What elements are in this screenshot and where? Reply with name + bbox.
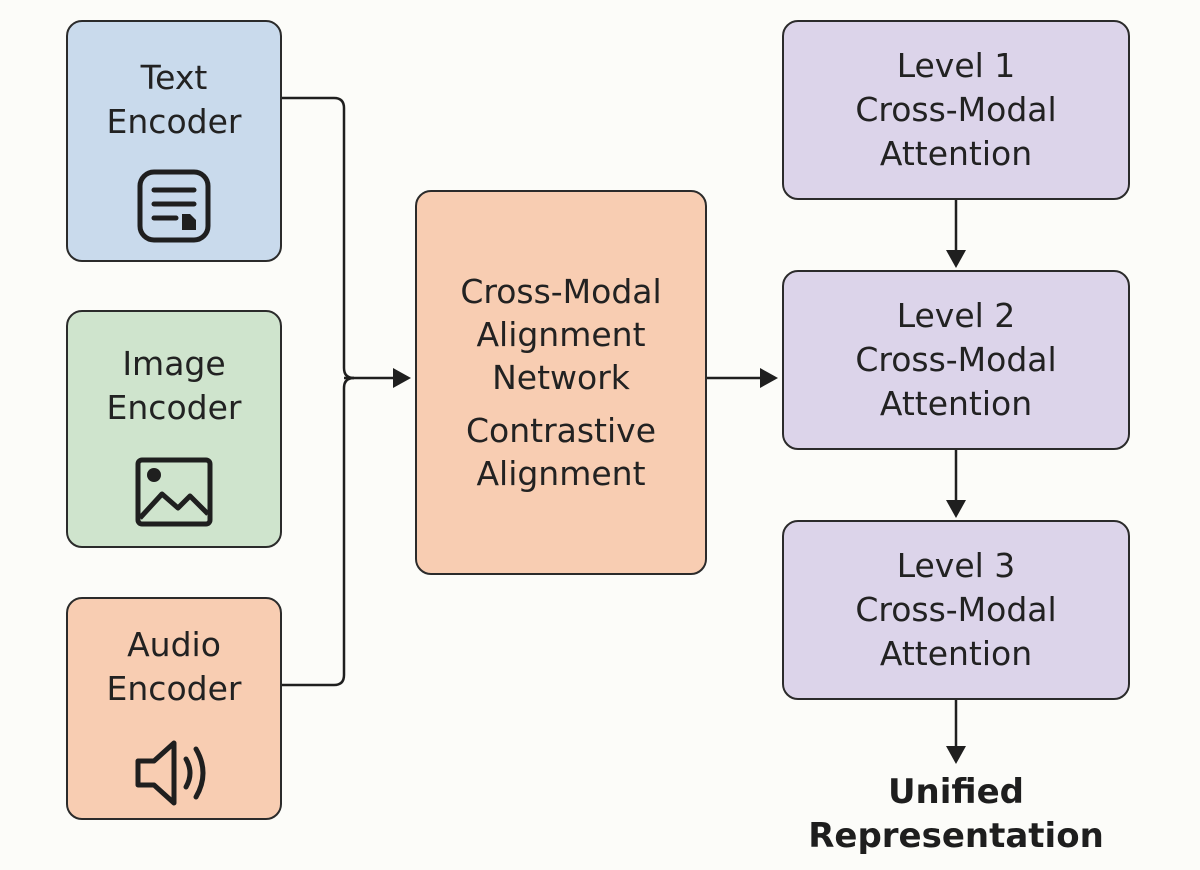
document-icon	[137, 169, 211, 243]
alignment-network-line2: Alignment	[476, 315, 646, 354]
output-arrowhead	[946, 746, 966, 764]
level-3-line3: Attention	[879, 634, 1033, 673]
image-encoder-node: Image Encoder	[66, 310, 282, 548]
level-1-label: Level 1 Cross-Modal Attention	[855, 44, 1056, 176]
level-1-node: Level 1 Cross-Modal Attention	[782, 20, 1130, 200]
level2-to-level3-arrowhead	[946, 500, 966, 518]
alignment-network-node: Cross-Modal Alignment Network Contrastiv…	[415, 190, 707, 575]
contrastive-alignment-line1: Contrastive	[465, 411, 656, 450]
level-3-title: Level 3	[896, 546, 1016, 585]
level-3-label: Level 3 Cross-Modal Attention	[855, 544, 1056, 676]
unified-representation-label: Unified Representation	[782, 770, 1130, 858]
alignment-network-line1: Cross-Modal	[460, 272, 662, 311]
audio-encoder-node: Audio Encoder	[66, 597, 282, 820]
text-encoder-node: Text Encoder	[66, 20, 282, 262]
level-1-title: Level 1	[896, 46, 1016, 85]
unified-representation-line1: Unified	[887, 772, 1025, 812]
image-encoder-label-line1: Image	[122, 344, 226, 383]
audio-encoder-label-line1: Audio	[127, 625, 221, 664]
level2-input-arrowhead	[760, 368, 778, 388]
level1-to-level2-arrowhead	[946, 250, 966, 268]
contrastive-alignment-line2: Alignment	[476, 454, 646, 493]
level-1-line2: Cross-Modal	[855, 90, 1057, 129]
level-2-line2: Cross-Modal	[855, 340, 1057, 379]
image-encoder-label-line2: Encoder	[106, 388, 242, 427]
speaker-icon	[135, 740, 206, 806]
level-3-line2: Cross-Modal	[855, 590, 1057, 629]
level-2-label: Level 2 Cross-Modal Attention	[855, 294, 1056, 426]
text-encoder-label-line1: Text	[140, 58, 208, 97]
level-3-node: Level 3 Cross-Modal Attention	[782, 520, 1130, 700]
audio-encoder-label: Audio Encoder	[107, 623, 242, 711]
audio-encoder-connector	[282, 376, 355, 687]
text-encoder-label: Text Encoder	[107, 56, 242, 144]
alignment-network-line3: Network	[492, 358, 630, 397]
level-1-line3: Attention	[879, 134, 1033, 173]
audio-encoder-label-line2: Encoder	[106, 669, 242, 708]
unified-representation-line2: Representation	[808, 816, 1104, 856]
image-encoder-label: Image Encoder	[107, 342, 242, 430]
level-2-line3: Attention	[879, 384, 1033, 423]
alignment-input-arrowhead	[393, 368, 411, 388]
contrastive-alignment-label: Contrastive Alignment	[466, 409, 656, 495]
image-icon	[135, 457, 213, 527]
text-encoder-connector	[282, 96, 355, 380]
level-2-node: Level 2 Cross-Modal Attention	[782, 270, 1130, 450]
level-2-title: Level 2	[896, 296, 1016, 335]
text-encoder-label-line2: Encoder	[106, 102, 242, 141]
alignment-network-label: Cross-Modal Alignment Network	[460, 270, 661, 399]
